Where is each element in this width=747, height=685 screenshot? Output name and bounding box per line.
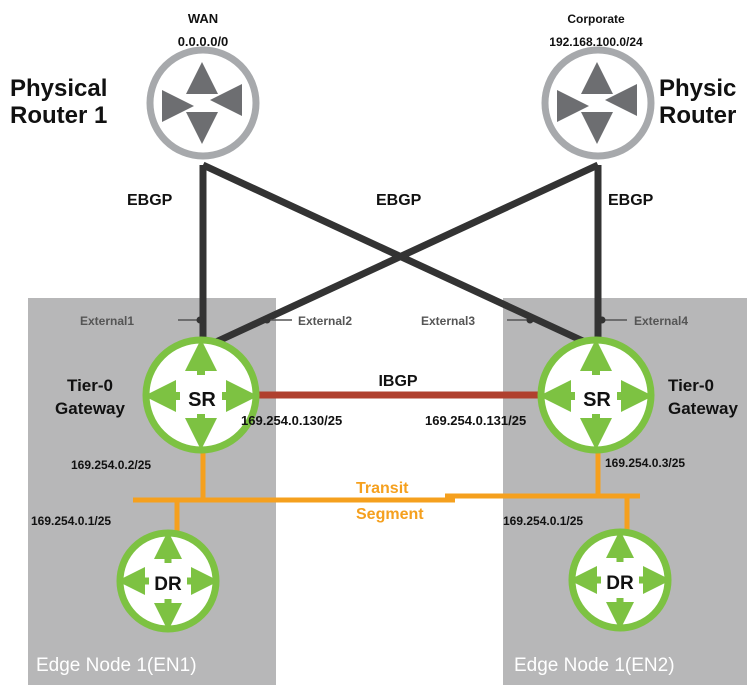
pr2-title-line2: Router — [659, 102, 736, 129]
sr-left-label: SR — [188, 389, 216, 411]
external1-label: External1 — [80, 314, 134, 328]
transit-label-line2: Segment — [356, 506, 424, 523]
dr-right-label: DR — [606, 573, 634, 594]
dr-router-right-icon[interactable] — [568, 528, 672, 632]
interface-dots — [196, 316, 606, 324]
dr-left-label: DR — [154, 574, 182, 595]
gateway-left-line2: Gateway — [55, 399, 125, 418]
external4-label: External4 — [634, 314, 688, 328]
pr1-network-cidr: 0.0.0.0/0 — [178, 34, 229, 49]
sr1-transit-ip: 169.254.0.2/25 — [71, 458, 151, 472]
sr2-transit-ip: 169.254.0.3/25 — [605, 456, 685, 470]
dr-router-left-icon[interactable] — [116, 529, 220, 633]
ebgp-left-label: EBGP — [127, 192, 173, 209]
pr1-title-line1: Physical — [10, 75, 107, 102]
dr1-transit-ip: 169.254.0.1/25 — [31, 514, 111, 528]
ebgp-right-label: EBGP — [608, 192, 654, 209]
transit-label-line1: Transit — [356, 480, 409, 497]
ebgp-center-label: EBGP — [376, 192, 422, 209]
sr-right-label: SR — [583, 389, 611, 411]
pr2-network-name: Corporate — [567, 12, 625, 26]
physical-router-1-icon[interactable] — [146, 46, 260, 160]
pr2-network-cidr: 192.168.100.0/24 — [549, 35, 643, 49]
sr1-ibgp-ip: 169.254.0.130/25 — [241, 413, 342, 428]
dr2-transit-ip: 169.254.0.1/25 — [503, 514, 583, 528]
gateway-left-line1: Tier-0 — [67, 376, 113, 395]
physical-router-2-icon[interactable] — [541, 46, 655, 160]
gateway-right-line1: Tier-0 — [668, 376, 714, 395]
edge-node-1-label: Edge Node 1(EN1) — [36, 655, 197, 676]
sr-router-left-icon[interactable] — [142, 336, 260, 454]
sr2-ibgp-ip: 169.254.0.131/25 — [425, 413, 526, 428]
edge-node-2-label: Edge Node 1(EN2) — [514, 655, 675, 676]
external2-label: External2 — [298, 314, 352, 328]
sr-router-right-icon[interactable] — [537, 336, 655, 454]
pr1-network-name: WAN — [188, 11, 218, 26]
pr1-title-line2: Router 1 — [10, 102, 107, 129]
gateway-right-line2: Gateway — [668, 399, 738, 418]
ibgp-label: IBGP — [378, 373, 417, 390]
external3-label: External3 — [421, 314, 475, 328]
pr2-title-line1: Physic — [659, 75, 736, 102]
